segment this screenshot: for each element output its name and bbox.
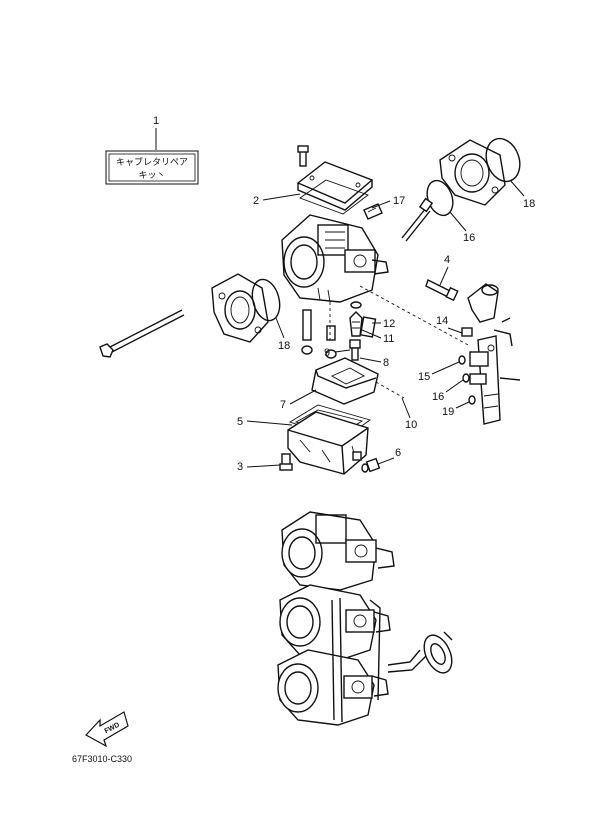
- callout-5: 5: [237, 416, 293, 428]
- callout-2: 2: [253, 193, 301, 207]
- callout-1: 1: [153, 115, 159, 127]
- svg-text:18: 18: [523, 198, 535, 210]
- svg-text:6: 6: [395, 447, 401, 459]
- svg-text:18: 18: [278, 340, 290, 352]
- gasket-18-lower: [251, 278, 281, 322]
- drawing-code: 67F3010-C330: [72, 754, 132, 764]
- slow-jet: [301, 309, 313, 355]
- callout-19: 19: [442, 401, 470, 418]
- callout-15: 16: [432, 379, 464, 403]
- svg-text:10: 10: [405, 419, 417, 431]
- svg-text:16: 16: [432, 391, 444, 403]
- callout-8: 8: [359, 357, 389, 369]
- assembled-carburetor-stack: [277, 511, 453, 726]
- long-bolt: [99, 309, 185, 358]
- carburetor-body: [281, 145, 389, 303]
- washer-14: [458, 355, 466, 365]
- upper-flange: [439, 139, 506, 206]
- callout-4: 4: [439, 254, 450, 286]
- callout-12: 12: [372, 318, 395, 330]
- callout-10: 10: [401, 397, 417, 431]
- callout-16: 16: [449, 211, 475, 244]
- svg-text:11: 11: [383, 333, 394, 345]
- washer-15: [462, 373, 470, 383]
- kit-label-line2: キッ丶: [138, 171, 165, 181]
- callout-14: 15: [418, 361, 460, 383]
- callout-17: 17: [371, 195, 405, 209]
- svg-text:14: 14: [436, 315, 448, 327]
- alignment-line: [359, 285, 471, 347]
- callout-11: 11: [361, 329, 394, 345]
- svg-text:8: 8: [383, 357, 389, 369]
- link-rod-assembly: [469, 317, 521, 425]
- pilot-screw: [363, 203, 383, 220]
- callout-3: 3: [237, 461, 281, 473]
- float-bowl: [287, 404, 372, 475]
- jet-holder-9: [325, 325, 337, 359]
- small-screw-13: [461, 327, 473, 337]
- fwd-arrow-icon: FWD: [85, 711, 129, 748]
- float: [311, 357, 379, 405]
- throttle-stop-screw: [401, 197, 434, 242]
- svg-text:3: 3: [237, 461, 243, 473]
- svg-text:2: 2: [253, 195, 259, 207]
- drain-plug: [361, 457, 381, 473]
- screw-4: [425, 279, 459, 302]
- main-jet: [349, 339, 361, 361]
- callout-13: 14: [436, 315, 463, 334]
- float-pin: [375, 381, 405, 399]
- svg-text:17: 17: [393, 195, 405, 207]
- callout-6: 6: [377, 447, 401, 465]
- svg-text:9: 9: [324, 347, 330, 359]
- kit-label-line1: キャブレタリペア: [116, 156, 188, 168]
- callout-7: 7: [280, 389, 317, 411]
- svg-text:5: 5: [237, 416, 243, 428]
- svg-text:16: 16: [463, 232, 475, 244]
- float-pin-clip: [359, 316, 377, 338]
- callout-9: 9: [324, 347, 351, 359]
- svg-text:19: 19: [442, 406, 454, 418]
- drain-screw: [279, 453, 293, 471]
- svg-text:15: 15: [418, 371, 430, 383]
- svg-text:4: 4: [444, 254, 450, 266]
- washer-19: [468, 395, 476, 405]
- svg-text:7: 7: [280, 399, 286, 411]
- repair-kit-label: 1 キャブレタリペア キッ丶: [105, 115, 199, 185]
- callout-18-lower: 18: [275, 317, 290, 352]
- callout-18-upper: 18: [509, 179, 535, 210]
- lower-flange: [211, 273, 269, 343]
- needle-valve: [349, 301, 363, 337]
- svg-text:12: 12: [383, 318, 395, 330]
- fuel-joint: [467, 283, 499, 323]
